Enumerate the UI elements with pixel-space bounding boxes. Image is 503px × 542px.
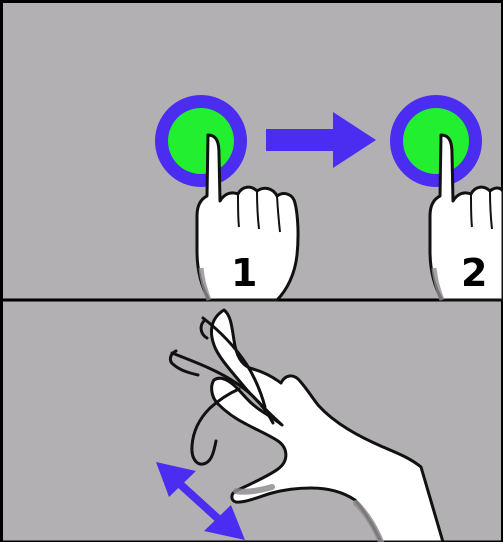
tap-end-target: [390, 95, 482, 187]
step-2-label: 2: [461, 251, 487, 295]
tap-start-target: [155, 95, 247, 187]
move-arrow-shaft: [266, 129, 333, 151]
tap-start-center: [168, 108, 234, 174]
step-1-label: 1: [231, 251, 257, 295]
tap-end-center: [403, 108, 469, 174]
